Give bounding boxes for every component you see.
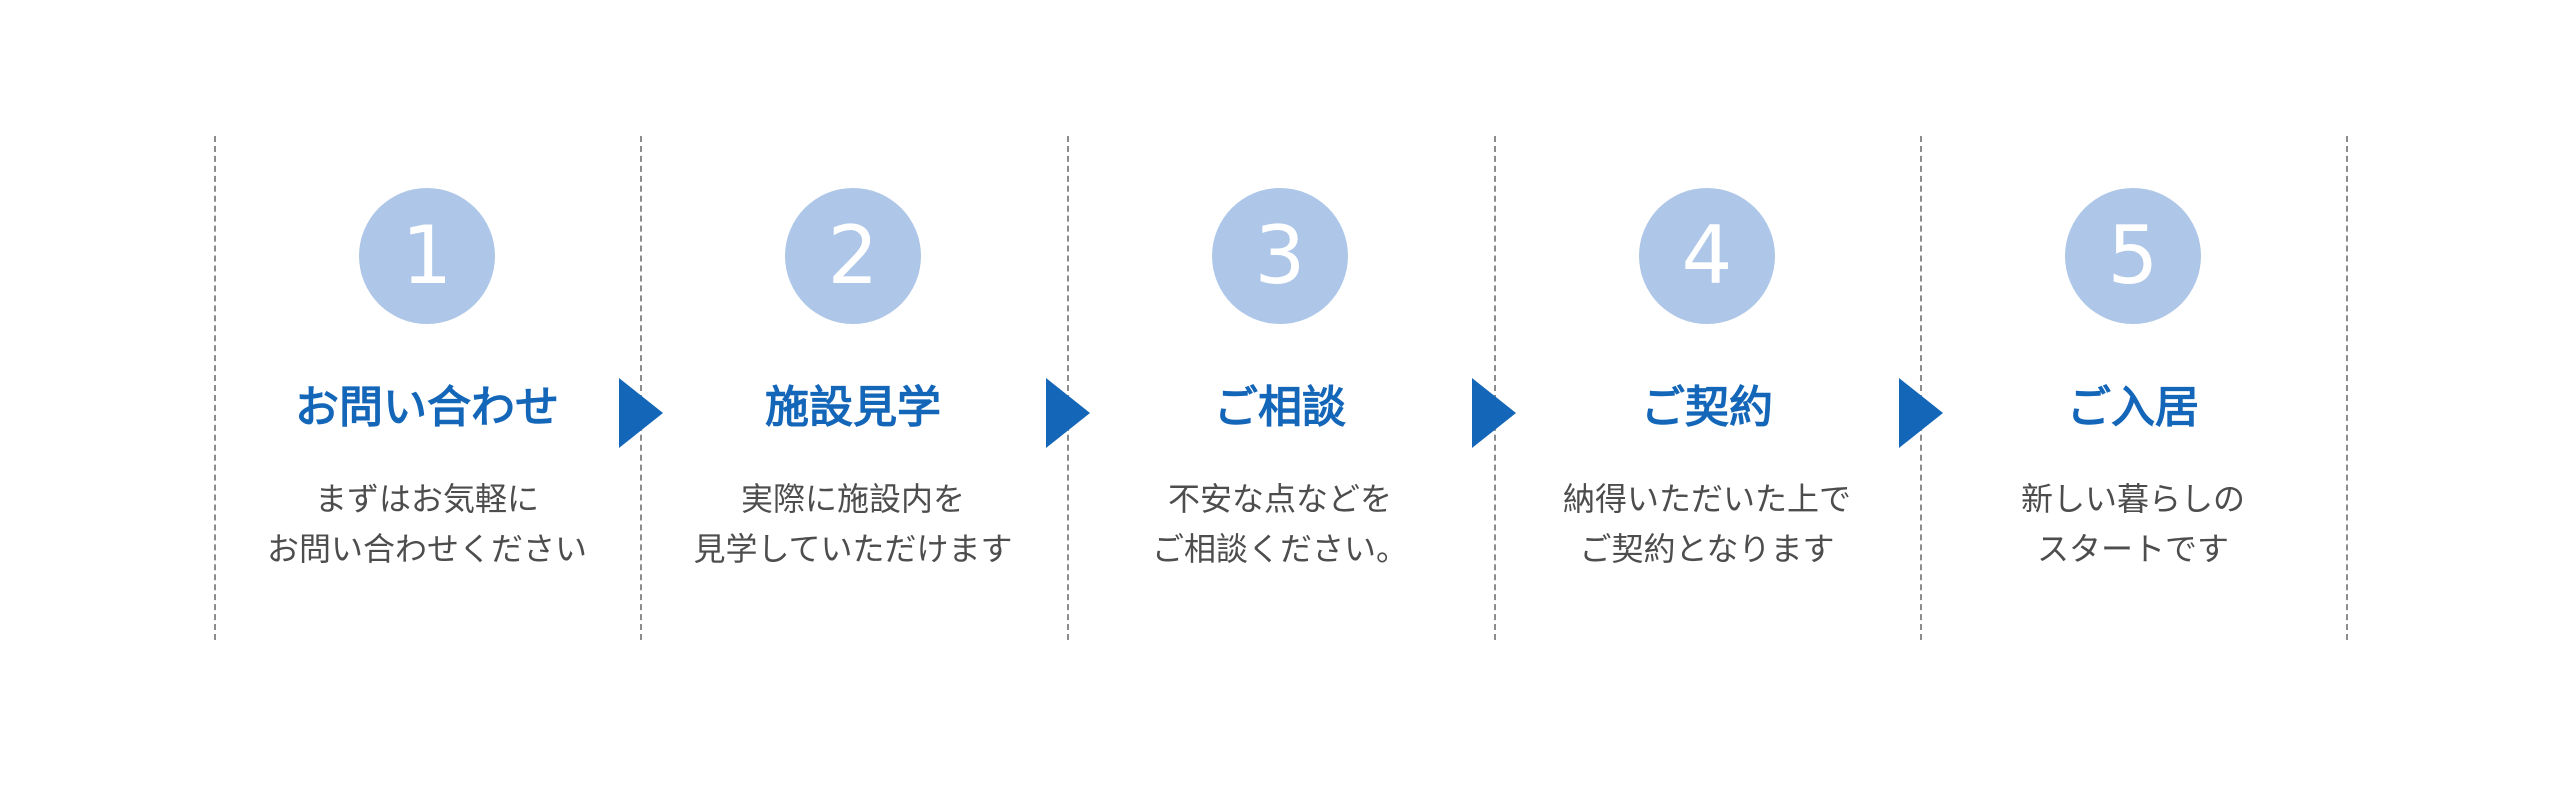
step-title: お問い合わせ bbox=[295, 382, 559, 433]
step-number-badge: 3 bbox=[1212, 188, 1348, 324]
step-description-line: 不安な点などを bbox=[1167, 480, 1392, 518]
arrow-right-icon bbox=[619, 378, 663, 448]
step-description-line: お問い合わせください bbox=[266, 530, 587, 568]
step-description-line: 実際に施設内を bbox=[740, 480, 965, 518]
step-description-line: ご契約となります bbox=[1579, 530, 1835, 568]
step-description: 実際に施設内を 見学していただけます bbox=[640, 474, 1066, 574]
step-1: 1 お問い合わせ まずはお気軽に お問い合わせください bbox=[214, 136, 640, 640]
dashed-divider bbox=[214, 136, 216, 640]
step-number-badge: 1 bbox=[359, 188, 495, 324]
step-description: 納得いただいた上で ご契約となります bbox=[1494, 474, 1920, 574]
step-description-line: スタートです bbox=[2036, 530, 2229, 568]
step-description: 新しい暮らしの スタートです bbox=[1920, 474, 2346, 574]
step-title: ご契約 bbox=[1641, 382, 1773, 433]
step-number-badge: 2 bbox=[785, 188, 921, 324]
step-title: ご相談 bbox=[1214, 382, 1346, 433]
step-4: 4 ご契約 納得いただいた上で ご契約となります bbox=[1494, 136, 1920, 640]
step-description-line: ご相談ください。 bbox=[1151, 530, 1408, 568]
dashed-divider bbox=[2346, 136, 2348, 640]
step-description: まずはお気軽に お問い合わせください bbox=[214, 474, 640, 574]
step-description-line: まずはお気軽に bbox=[314, 480, 539, 518]
process-flow: 1 お問い合わせ まずはお気軽に お問い合わせください 2 施設見学 実際に施設… bbox=[214, 136, 2348, 640]
step-title: ご入居 bbox=[2067, 382, 2199, 433]
step-description: 不安な点などを ご相談ください。 bbox=[1067, 474, 1493, 574]
step-5: 5 ご入居 新しい暮らしの スタートです bbox=[1920, 136, 2346, 640]
step-2: 2 施設見学 実際に施設内を 見学していただけます bbox=[640, 136, 1066, 640]
arrow-right-icon bbox=[1899, 378, 1943, 448]
arrow-right-icon bbox=[1472, 378, 1516, 448]
step-title: 施設見学 bbox=[765, 382, 941, 433]
step-description-line: 納得いただいた上で bbox=[1562, 480, 1851, 518]
step-description-line: 見学していただけます bbox=[693, 530, 1013, 568]
arrow-right-icon bbox=[1046, 378, 1090, 448]
step-description-line: 新しい暮らしの bbox=[2020, 480, 2245, 518]
step-number-badge: 5 bbox=[2065, 188, 2201, 324]
step-3: 3 ご相談 不安な点などを ご相談ください。 bbox=[1067, 136, 1493, 640]
step-number-badge: 4 bbox=[1639, 188, 1775, 324]
